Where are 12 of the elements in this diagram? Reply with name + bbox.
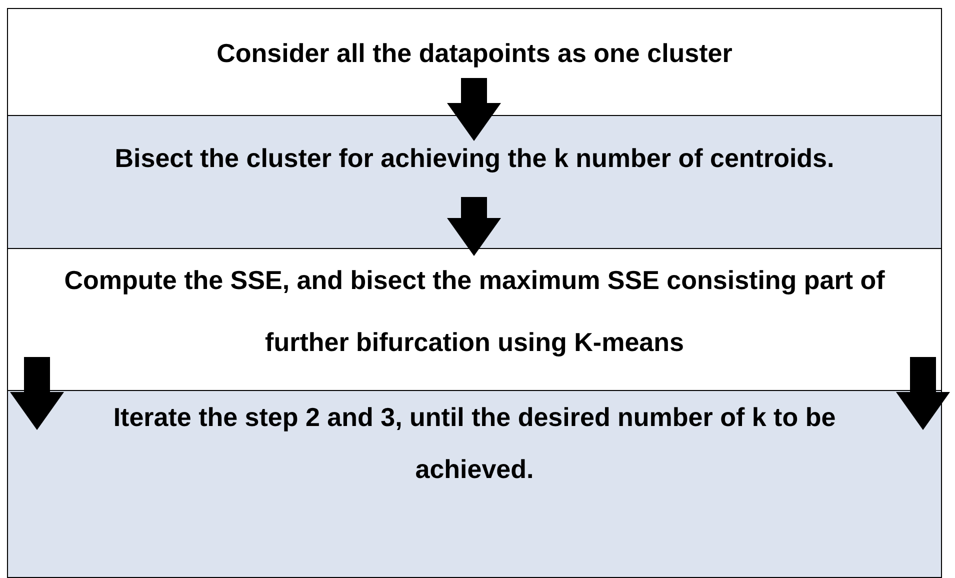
process-band [7,115,942,249]
step-text: Consider all the datapoints as one cluster [216,37,732,70]
step-text: Compute the SSE, and bisect the maximum SSE consisting part of further bifurcation using K-means [63,264,886,359]
step-text: Bisect the cluster for achieving the k number of centroids. [114,142,834,175]
process-band [7,390,942,578]
step-text: Iterate the step 2 and 3, until the desired number of k to be achieved. [112,401,837,486]
block-arrow [447,78,501,141]
block-arrow [896,357,950,430]
process-band [7,8,942,116]
block-arrow [10,357,64,430]
block-arrow [447,197,501,256]
process-band [7,248,942,391]
